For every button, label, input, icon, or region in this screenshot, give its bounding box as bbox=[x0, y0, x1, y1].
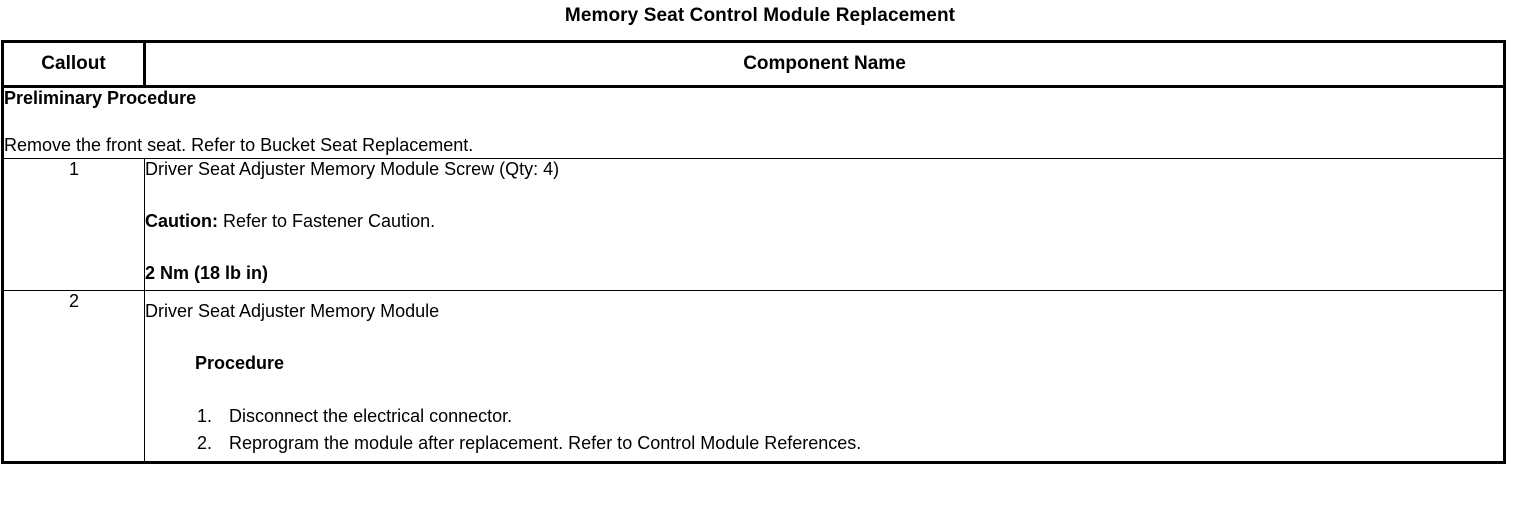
callout-number-2: 2 bbox=[2, 290, 145, 463]
caution-label: Caution: bbox=[145, 211, 218, 231]
preliminary-procedure-text: Remove the front seat. Refer to Bucket S… bbox=[4, 135, 474, 155]
callout-number-1: 1 bbox=[2, 158, 145, 291]
preliminary-procedure-heading: Preliminary Procedure bbox=[4, 88, 197, 108]
procedure-step-list: Disconnect the electrical connector. Rep… bbox=[145, 403, 1503, 457]
procedure-heading-2: Procedure bbox=[195, 353, 285, 373]
caution-note-1: Caution: Refer to Fastener Caution. bbox=[145, 211, 1503, 232]
table-header-row: Callout Component Name bbox=[2, 41, 1505, 88]
table-row: 2 Driver Seat Adjuster Memory Module Pro… bbox=[2, 290, 1505, 463]
list-item: Disconnect the electrical connector. bbox=[197, 403, 513, 430]
list-item: Reprogram the module after replacement. … bbox=[197, 430, 862, 457]
torque-spec-1: 2 Nm (18 lb in) bbox=[145, 263, 269, 283]
column-header-component-name: Component Name bbox=[144, 41, 1505, 88]
caution-text: Refer to Fastener Caution. bbox=[217, 211, 436, 231]
preliminary-procedure-cell: Preliminary Procedure Remove the front s… bbox=[2, 86, 1505, 159]
page-title: Memory Seat Control Module Replacement bbox=[564, 5, 956, 26]
procedure-table: Callout Component Name Preliminary Proce… bbox=[1, 40, 1506, 464]
component-name-1: Driver Seat Adjuster Memory Module Screw… bbox=[145, 159, 560, 179]
preliminary-procedure-row: Preliminary Procedure Remove the front s… bbox=[2, 86, 1505, 159]
column-header-callout: Callout bbox=[2, 41, 146, 88]
table-row: 1 Driver Seat Adjuster Memory Module Scr… bbox=[2, 158, 1505, 291]
component-cell-1: Driver Seat Adjuster Memory Module Screw… bbox=[144, 158, 1505, 291]
component-name-2: Driver Seat Adjuster Memory Module bbox=[145, 301, 440, 321]
component-cell-2: Driver Seat Adjuster Memory Module Proce… bbox=[144, 290, 1505, 463]
